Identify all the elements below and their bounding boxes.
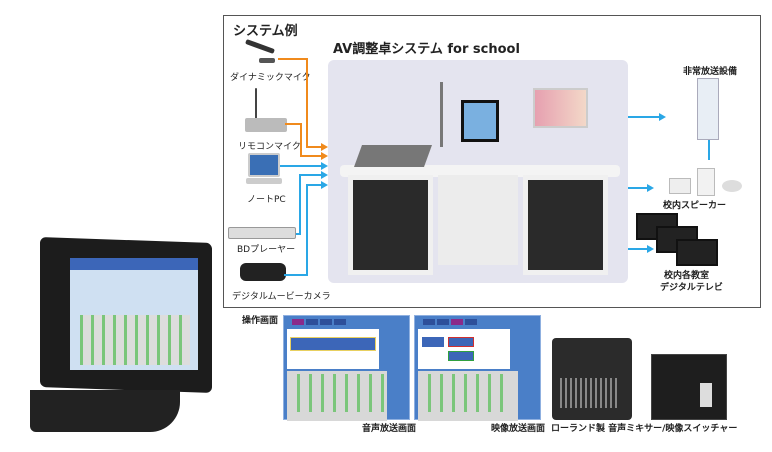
output-label-2: デジタルテレビ bbox=[660, 283, 723, 293]
audio-broadcast-screen bbox=[283, 315, 410, 421]
dynamic-mic-icon bbox=[245, 39, 290, 64]
video-camera-icon bbox=[240, 263, 286, 281]
input-label: デジタルムービーカメラ bbox=[232, 292, 331, 302]
emergency-broadcast-cabinet-icon bbox=[697, 78, 719, 140]
video-broadcast-screen bbox=[414, 315, 541, 421]
input-label: ノートPC bbox=[247, 195, 286, 205]
input-label: リモコンマイク bbox=[238, 142, 301, 152]
system-example-frame bbox=[223, 15, 761, 308]
input-label: BDプレーヤー bbox=[237, 245, 296, 255]
section-title: システム例 bbox=[233, 24, 298, 39]
output-label: 校内各教室 bbox=[664, 271, 710, 281]
speaker-icon bbox=[669, 178, 691, 194]
bd-player-icon bbox=[228, 227, 296, 239]
touch-terminal bbox=[30, 236, 220, 435]
output-label: 校内スピーカー bbox=[663, 201, 727, 211]
ceiling-speaker-icon bbox=[722, 180, 742, 192]
remote-mic-icon bbox=[245, 88, 290, 138]
output-label: 非常放送設備 bbox=[683, 67, 738, 77]
av-console-photo bbox=[328, 60, 628, 283]
video-switcher-photo bbox=[651, 354, 727, 420]
system-title: AV調整卓システム for school bbox=[333, 42, 520, 57]
input-label: ダイナミックマイク bbox=[230, 73, 311, 83]
operation-title: 操作画面 bbox=[242, 316, 279, 326]
screen-label: 音声放送画面 bbox=[362, 424, 417, 434]
laptop-icon bbox=[246, 153, 282, 187]
screen-label: 映像放送画面 bbox=[491, 424, 546, 434]
speaker-icon bbox=[697, 168, 715, 196]
audio-mixer-photo bbox=[552, 338, 632, 420]
hardware-caption: ローランド製 音声ミキサー/映像スイッチャー bbox=[551, 424, 738, 434]
